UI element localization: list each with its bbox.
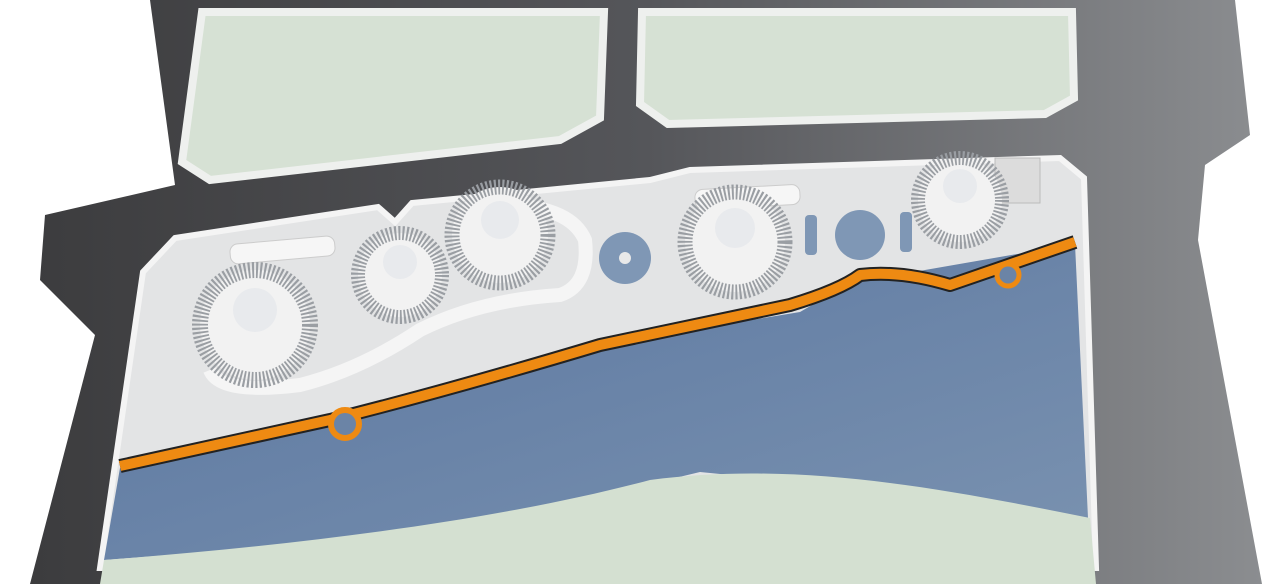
green-bank xyxy=(100,473,1096,584)
bench-strip-2 xyxy=(900,212,912,252)
pavilion-4 xyxy=(677,184,793,300)
elevated-walkway xyxy=(203,198,593,395)
plaza-circle-west-detail xyxy=(619,252,631,264)
pavilion-1 xyxy=(192,262,318,388)
green-block-northeast xyxy=(635,8,1079,129)
promenade-lookout-west xyxy=(328,407,362,441)
promenade-lookout-east xyxy=(994,261,1022,289)
green-block-northwest xyxy=(177,8,609,185)
plaza-circle-east xyxy=(835,210,885,260)
bench-strip-1 xyxy=(805,215,817,255)
canopy-west xyxy=(229,235,336,265)
waterfront-promenade-fill xyxy=(118,237,1077,471)
pavilion-3 xyxy=(444,179,556,291)
pavilion-5 xyxy=(911,151,1009,249)
pavilion-2 xyxy=(351,226,449,324)
